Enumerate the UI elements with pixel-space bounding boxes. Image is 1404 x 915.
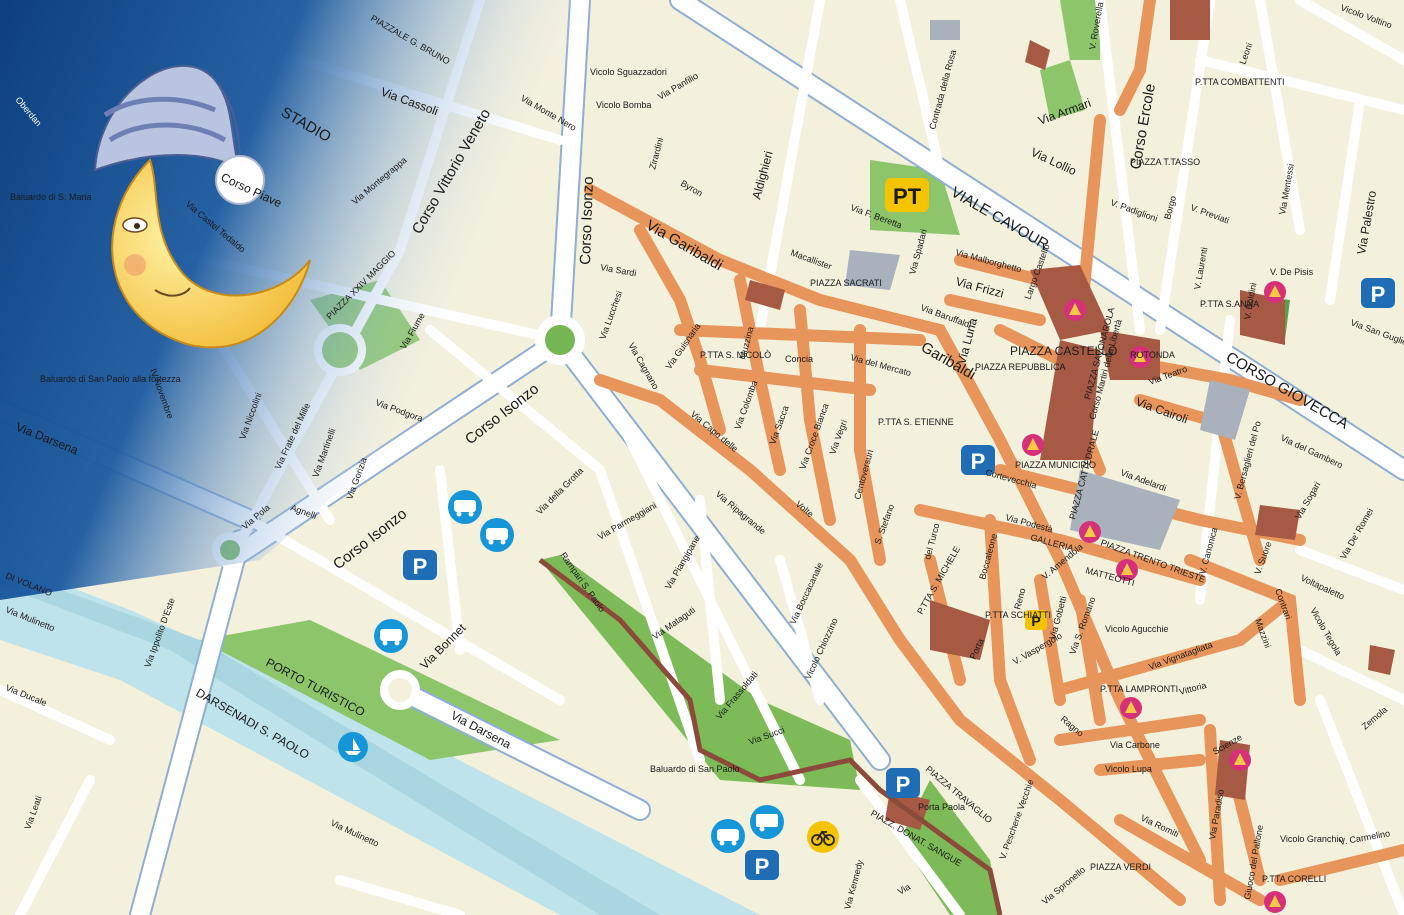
svg-text:P: P [896, 772, 911, 797]
sguazzadori-label: Vicolo Sguazzadori [590, 67, 667, 77]
small-parking-icon: P [1025, 610, 1047, 630]
ptta-sanna-label: P.TTA S.ANNA [1200, 299, 1259, 309]
monument-markers [1022, 281, 1286, 913]
bus-stops [374, 490, 784, 853]
monument-icon [1079, 521, 1101, 543]
monument-icon [1022, 434, 1044, 456]
monument-icon [1264, 281, 1286, 303]
bus-icon [448, 490, 482, 524]
monument-icon [1116, 559, 1138, 581]
moon-icon [93, 64, 311, 349]
agucchie-label: Vicolo Agucchie [1105, 624, 1168, 634]
parking-icon: P [403, 550, 437, 580]
parking-icon: P [886, 768, 920, 798]
city-walls [538, 558, 1003, 915]
bus-icon [480, 518, 514, 552]
monument-icon [1264, 891, 1286, 913]
vicolo-lupa-label: Vicolo Lupa [1105, 764, 1152, 774]
ptta-schiatti-label: P.TTA SCHIATTI [985, 610, 1051, 620]
svg-text:P: P [1371, 282, 1386, 307]
post-office-icon: PT [885, 178, 929, 212]
monument-icon [1129, 346, 1151, 368]
buildings [745, 0, 1395, 830]
parking-icon: P [745, 850, 779, 880]
bomba-label: Vicolo Bomba [596, 100, 651, 110]
boat-icon [338, 732, 368, 762]
carbone-label: Via Carbone [1110, 740, 1160, 750]
bicycle-icon [807, 821, 839, 853]
svg-text:P: P [755, 854, 770, 879]
piazza-verdi-label: PIAZZA VERDI [1090, 862, 1151, 872]
rotonda-label: ROTONDA [1130, 350, 1175, 360]
piazza-castello-label: PIAZZA CASTELLO [1010, 344, 1117, 358]
granchio-label: Vicolo Granchio [1280, 834, 1343, 844]
ptta-nicolo-label: P.TTA S. NICOLÒ [700, 350, 771, 360]
bus-icon [374, 619, 408, 653]
monument-icon [1064, 299, 1086, 321]
svg-text:P: P [1031, 613, 1040, 629]
svg-text:P: P [971, 449, 986, 474]
baluardo-fortezza-label: Baluardo di San Paolo alla fortezza [40, 374, 181, 384]
bus-icon [711, 819, 745, 853]
baluardo-maria-label: Baluardo di S. Maria [10, 192, 92, 202]
corso-isonzo-v-label: Corso Isonzo [577, 176, 597, 265]
ptta-corelli-label: P.TTA CORELLI [1262, 874, 1326, 884]
piazza-sacrati-label: PIAZZA SACRATI [810, 278, 882, 288]
parking-icon: P [1361, 278, 1395, 308]
concia-label: Concia [785, 354, 813, 364]
porta-paola-label: Porta Paola [918, 802, 965, 812]
lampronti-label: P.TTA LAMPRONTI [1100, 684, 1178, 694]
de-pisis-label: V. De Pisis [1270, 267, 1314, 277]
canal-water [0, 560, 760, 915]
baluardo-paolo-label: Baluardo di San Paolo [650, 764, 740, 774]
piazza-repubblica-label: PIAZZA REPUBBLICA [975, 362, 1066, 372]
parking-icon: P [961, 445, 995, 475]
monument-icon [1229, 749, 1251, 771]
camper-icon [750, 805, 784, 839]
historic-streets [584, 0, 1404, 906]
svg-text:P: P [413, 554, 428, 579]
piazza-tasso-label: PIAZZA T.TASSO [1130, 157, 1200, 167]
parking-markers: P P P P P P [403, 278, 1395, 880]
monument-icon [1120, 697, 1142, 719]
svg-text:PT: PT [893, 184, 922, 209]
ptta-etienne-label: P.TTA S. ETIENNE [878, 417, 954, 427]
combattenti-label: P.TTA COMBATTENTI [1195, 77, 1285, 87]
piazza-municipio-label: PIAZZA MUNICIPIO [1015, 460, 1096, 470]
